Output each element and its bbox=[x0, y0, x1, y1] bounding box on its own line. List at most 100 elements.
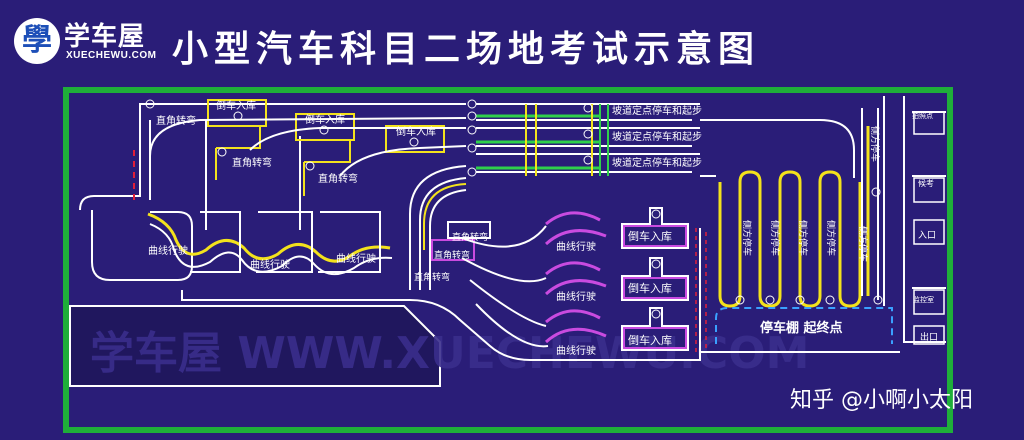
label-right-angle: 直角转弯 bbox=[452, 231, 488, 243]
side-park-labels: 侧方停车 侧方停车 侧方停车 侧方停车 侧方停车 侧方停车 bbox=[741, 126, 881, 262]
right-angle-box-b bbox=[447, 221, 491, 239]
header: 學 学车屋 XUECHEWU.COM 小型汽车科目二场地考试示意图 bbox=[0, 0, 1024, 80]
reverse-park-t-3 bbox=[621, 307, 689, 351]
label-slope: 坡道定点停车和起步 bbox=[612, 156, 702, 169]
label-side-park: 侧方停车 bbox=[741, 220, 753, 256]
marker-circle bbox=[319, 125, 329, 135]
label-curve: 曲线行驶 bbox=[148, 244, 188, 257]
label-curve: 曲线行驶 bbox=[250, 258, 290, 271]
label-side-park: 侧方停车 bbox=[869, 126, 881, 162]
ramp-arc-3 bbox=[339, 145, 467, 177]
admin-box-3 bbox=[913, 219, 945, 245]
label-monitor-room: 监控室 bbox=[913, 295, 934, 304]
slope-yellow-stops bbox=[525, 104, 593, 176]
watermark: 知乎 @小啊小太阳 bbox=[790, 388, 973, 413]
label-entrance: 入口 bbox=[918, 230, 936, 241]
reverse-park-t-1 bbox=[621, 207, 689, 249]
marker-circle bbox=[467, 143, 477, 153]
label-right-angle: 直角转弯 bbox=[414, 271, 450, 283]
logo-text: 学车屋 bbox=[64, 22, 146, 52]
label-photo-point: 拍照点 bbox=[912, 111, 933, 120]
reverse-park-3 bbox=[385, 125, 445, 153]
reverse-park-1 bbox=[207, 99, 267, 127]
admin-box-1 bbox=[913, 111, 945, 135]
label-curve: 曲线行驶 bbox=[556, 290, 596, 303]
marker-circle bbox=[651, 209, 661, 219]
marker-circle bbox=[825, 295, 835, 305]
admin-strip bbox=[903, 96, 946, 343]
curve-white-arcs bbox=[461, 225, 549, 348]
side-park-right-lane bbox=[861, 96, 885, 306]
slope-green-stops bbox=[599, 104, 609, 176]
label-side-park: 侧方停车 bbox=[857, 226, 869, 262]
label-slope: 坡道定点停车和起步 bbox=[612, 130, 702, 143]
marker-circle bbox=[467, 125, 477, 135]
curve-magenta-1 bbox=[544, 211, 607, 246]
logo-domain: XUECHEWU.COM bbox=[66, 50, 157, 61]
marker-circle bbox=[795, 295, 805, 305]
page-title: 小型汽车科目二场地考试示意图 bbox=[172, 29, 761, 70]
label-right-angle: 直角转弯 bbox=[232, 156, 272, 169]
outer-road bbox=[79, 103, 701, 361]
label-exit: 出口 bbox=[920, 331, 938, 343]
label-right-angle: 直角转弯 bbox=[156, 114, 196, 127]
marker-circle bbox=[467, 99, 477, 109]
label-right-angle: 直角转弯 bbox=[434, 249, 470, 261]
curve-loop-left bbox=[91, 210, 193, 281]
marker-circle bbox=[467, 167, 477, 177]
marker-circle bbox=[651, 259, 661, 269]
marker-circle bbox=[765, 295, 775, 305]
label-side-park: 侧方停车 bbox=[797, 220, 809, 256]
label-reverse-park: 倒车入库 bbox=[628, 229, 672, 243]
marker-circle bbox=[735, 295, 745, 305]
label-right-angle: 直角转弯 bbox=[318, 172, 358, 185]
label-slope: 坡道定点停车和起步 bbox=[612, 104, 702, 117]
label-curve: 曲线行驶 bbox=[556, 240, 596, 253]
admin-box-2 bbox=[913, 177, 945, 203]
reverse-park-t-fill bbox=[623, 225, 687, 349]
marker-circle bbox=[409, 137, 419, 147]
marker-circle bbox=[583, 103, 593, 113]
marker-circle bbox=[583, 129, 593, 139]
right-angle-2 bbox=[303, 140, 351, 196]
curve-road-box-3 bbox=[318, 211, 381, 273]
admin-box-5 bbox=[913, 325, 945, 345]
right-angle-1 bbox=[215, 126, 261, 180]
marker-circle bbox=[871, 187, 881, 197]
label-reverse-park: 倒车入库 bbox=[628, 333, 672, 347]
lower-left-area bbox=[69, 305, 441, 387]
marker-circle bbox=[467, 111, 477, 121]
label-side-park: 侧方停车 bbox=[769, 220, 781, 256]
admin-box-4 bbox=[913, 289, 945, 315]
merge-arcs bbox=[409, 165, 467, 290]
marker-circle bbox=[233, 111, 243, 121]
ramp-arc-1 bbox=[149, 117, 467, 157]
side-park-serpentine bbox=[718, 170, 862, 308]
background-watermark: 学车屋 WWW.XUECHEWU.COM bbox=[90, 328, 809, 379]
logo-badge: 學 bbox=[14, 18, 60, 64]
inner-road bbox=[149, 120, 301, 230]
ramp-arc-2 bbox=[249, 127, 466, 151]
label-reverse-park: 倒车入库 bbox=[396, 125, 436, 138]
curve-s-yellow-1 bbox=[147, 212, 391, 263]
slope-lane-2 bbox=[476, 127, 700, 147]
curve-road-box-1 bbox=[190, 211, 241, 273]
marker-circle bbox=[583, 155, 593, 165]
loop-road-right bbox=[700, 119, 855, 178]
red-dash-right bbox=[695, 228, 707, 352]
reverse-park-t-2 bbox=[621, 257, 689, 301]
label-reverse-park: 倒车入库 bbox=[305, 113, 345, 126]
station-markers bbox=[145, 99, 883, 319]
curve-road-box-2 bbox=[256, 211, 313, 273]
label-reverse-park: 倒车入库 bbox=[628, 281, 672, 295]
marker-circle bbox=[145, 99, 155, 109]
label-reverse-park: 倒车入库 bbox=[216, 99, 256, 112]
label-curve: 曲线行驶 bbox=[336, 252, 376, 265]
marker-circle bbox=[305, 161, 315, 171]
logo: 學 学车屋 XUECHEWU.COM bbox=[14, 18, 174, 70]
curve-magenta-2 bbox=[544, 261, 607, 296]
labels: 倒车入库 倒车入库 倒车入库 直角转弯 直角转弯 直角转弯 直角转弯 直角转弯 … bbox=[148, 99, 938, 357]
marker-circle bbox=[873, 295, 883, 305]
label-shed: 停车棚 起终点 bbox=[760, 320, 843, 336]
